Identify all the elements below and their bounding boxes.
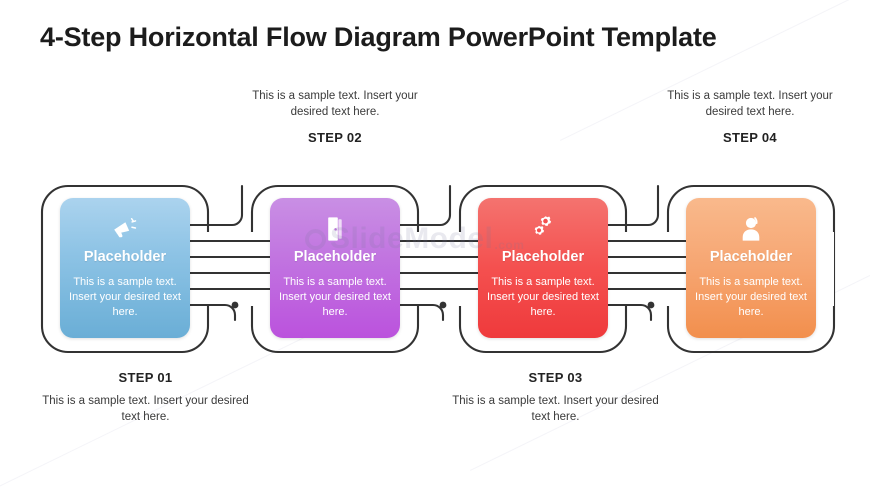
page-title: 4-Step Horizontal Flow Diagram PowerPoin… [40,22,717,52]
step-label: STEP 04 [723,129,777,145]
step-card-2[interactable]: Placeholder This is a sample text. Inser… [270,198,400,338]
card-text: This is a sample text. Insert your desir… [487,275,599,318]
step-label: STEP 02 [308,129,362,145]
flow-elbows [184,184,660,322]
step-label: STEP 03 [528,370,583,385]
step-callout-2: This is a sample text. Insert your desir… [240,88,430,145]
step-card-4[interactable]: Placeholder This is a sample text. Inser… [686,198,816,338]
flow-rails [186,239,692,291]
user-icon [686,212,816,246]
step-card-1[interactable]: Placeholder This is a sample text. Inser… [60,198,190,338]
step-description: This is a sample text. Insert your desir… [42,395,249,424]
card-title: Placeholder [501,249,585,265]
door-icon [270,212,400,246]
step-description: This is a sample text. Insert your desir… [452,395,659,424]
step-callout-3: STEP 03 This is a sample text. Insert yo… [448,370,663,426]
step-card-3[interactable]: Placeholder This is a sample text. Inser… [478,198,608,338]
step-description: This is a sample text. Insert your desir… [667,90,833,119]
step-description: This is a sample text. Insert your desir… [252,90,418,119]
step-callout-1: STEP 01 This is a sample text. Insert yo… [38,370,253,426]
card-title: Placeholder [709,249,793,265]
step-label: STEP 01 [118,370,173,385]
megaphone-icon [60,212,190,246]
card-title: Placeholder [83,249,167,265]
card-text: This is a sample text. Insert your desir… [279,275,391,318]
card-text: This is a sample text. Insert your desir… [69,275,181,318]
card-text: This is a sample text. Insert your desir… [695,275,807,318]
step-callout-4: This is a sample text. Insert your desir… [655,88,845,145]
card-title: Placeholder [293,249,377,265]
gears-icon [478,212,608,246]
